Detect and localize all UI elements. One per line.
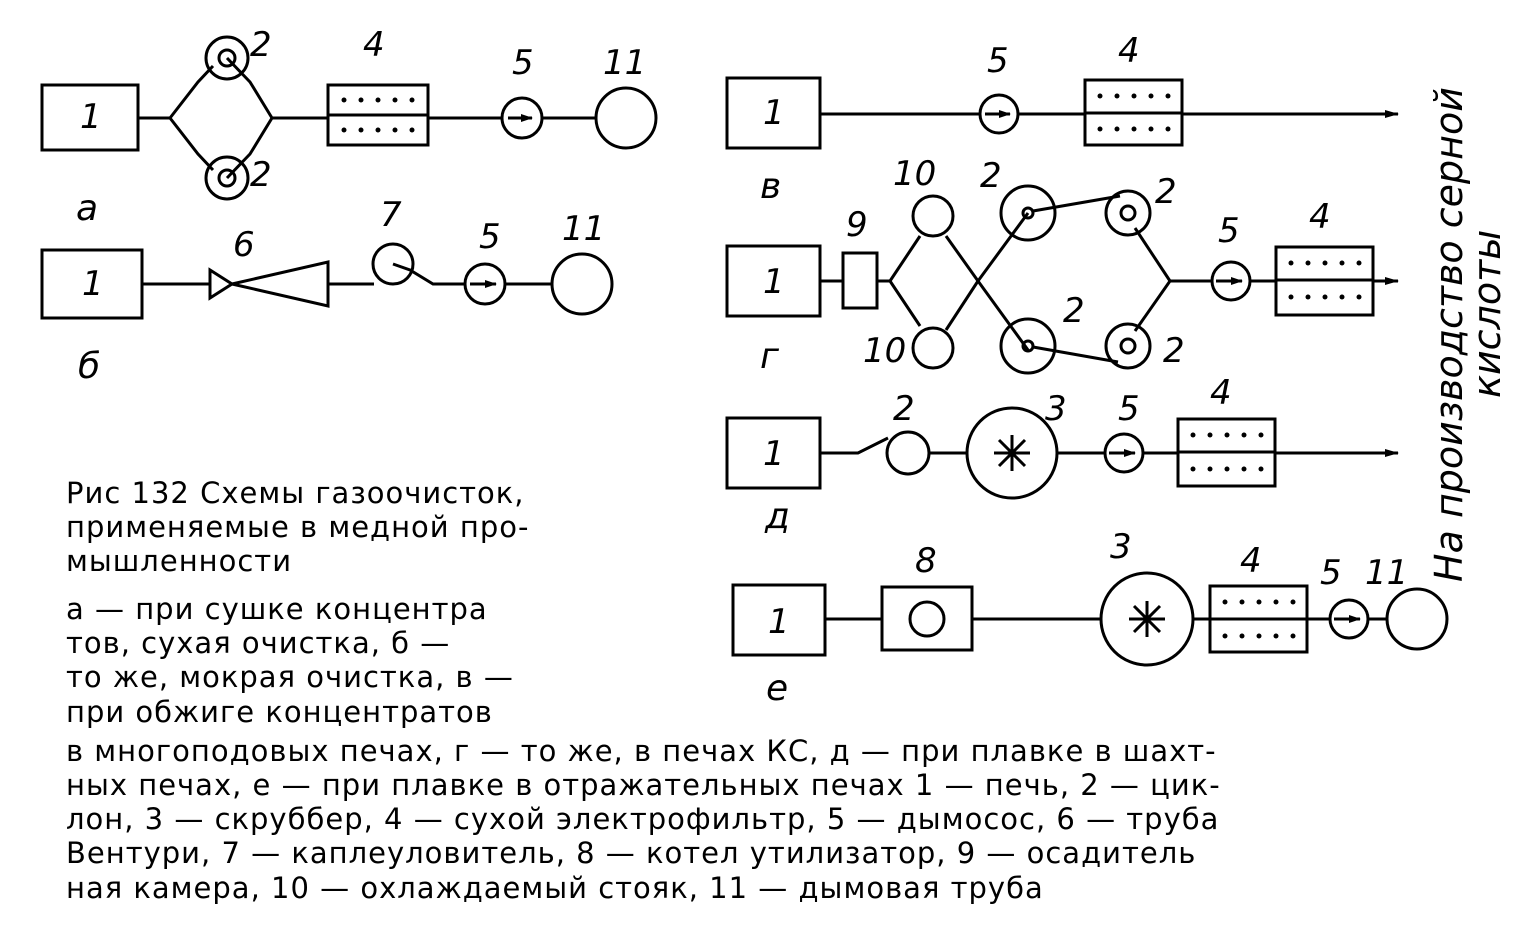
legend-line: то же, мокрая очистка, в — (66, 660, 514, 694)
waste-heat-boiler (880, 585, 974, 652)
scheme-v (725, 76, 1399, 150)
scheme-label-e: е (766, 668, 788, 709)
cooled-riser (911, 194, 955, 238)
scheme-d (725, 406, 1399, 500)
legend-line: а — при сушке концентра (66, 592, 488, 626)
scheme-e (731, 571, 1449, 667)
legend-line: в многоподовых печах, г — то же, в печах… (66, 734, 1217, 768)
label-furnace: 1 (82, 264, 104, 304)
label-riser: 10 (863, 331, 906, 371)
cyclone (999, 317, 1057, 375)
scheme-a (40, 35, 658, 201)
scrubber (1099, 571, 1195, 667)
venturi-tube (208, 260, 330, 308)
label-filter: 4 (1118, 31, 1140, 71)
cyclone (1104, 189, 1152, 237)
label-stack: 11 (603, 43, 646, 83)
scheme-label-a: а (76, 188, 98, 229)
destination-text: кислоты (1465, 230, 1509, 398)
cyclone (885, 430, 931, 476)
label-furnace: 1 (768, 602, 790, 642)
label-chamber: 9 (846, 205, 868, 245)
electrofilter (1176, 417, 1277, 488)
cyclone (999, 184, 1057, 242)
figure-caption: Рис 132 Схемы газоочисток, (66, 476, 525, 510)
label-fan: 5 (987, 41, 1009, 81)
label-cyclone: 2 (1163, 331, 1185, 371)
legend-line: при обжиге концентратов (66, 695, 493, 729)
scheme-label-b: б (78, 346, 100, 387)
label-boiler: 8 (915, 541, 937, 581)
smoke-exhauster (500, 96, 544, 140)
label-furnace: 1 (763, 434, 785, 474)
label-fan: 5 (479, 217, 501, 257)
cyclone (204, 35, 250, 81)
label-filter: 4 (1210, 373, 1232, 413)
scheme-b (40, 242, 614, 320)
label-furnace: 1 (763, 262, 785, 302)
chimney-stack (1385, 587, 1449, 651)
smoke-exhauster (1210, 260, 1252, 302)
legend-line: тов, сухая очистка, б — (66, 626, 451, 660)
label-fan: 5 (1218, 211, 1240, 251)
label-fan: 5 (1320, 553, 1342, 593)
scheme-label-d: д (764, 496, 790, 537)
destination-text: На производство серной (1427, 87, 1471, 582)
scheme-label-v: в (760, 166, 781, 207)
smoke-exhauster (978, 93, 1020, 135)
legend-line: ных печах, е — при плавке в отражательны… (66, 768, 1221, 802)
figure-caption: мышленности (66, 544, 293, 578)
label-filter: 4 (363, 25, 385, 65)
label-scrubber: 3 (1110, 527, 1132, 567)
label-scrubber: 3 (1045, 389, 1067, 429)
drop-separator (371, 242, 415, 286)
scrubber (965, 406, 1059, 500)
legend-line: лон, 3 — скруббер, 4 — сухой электрофиль… (66, 802, 1220, 836)
chimney-stack (550, 252, 614, 316)
electrofilter (326, 83, 430, 147)
scheme-label-g: г (760, 336, 780, 377)
electrofilter (1083, 78, 1184, 147)
label-stack: 11 (1365, 553, 1408, 593)
label-cyclone: 2 (1155, 172, 1177, 212)
label-filter: 4 (1309, 197, 1331, 237)
legend-line: ная камера, 10 — охлаждаемый стояк, 11 —… (66, 871, 1044, 905)
label-cyclone: 2 (893, 389, 915, 429)
label-filter: 4 (1240, 541, 1262, 581)
chimney-stack (594, 86, 658, 150)
cyclone (204, 155, 250, 201)
electrofilter (1208, 584, 1309, 654)
smoke-exhauster (1103, 432, 1145, 474)
cooled-riser (911, 326, 955, 370)
smoke-exhauster (1328, 598, 1370, 640)
label-stack: 11 (562, 209, 605, 249)
electrofilter-dots (341, 93, 1362, 639)
smoke-exhauster (463, 262, 507, 306)
electrofilter (1274, 245, 1375, 317)
label-cyclone: 2 (1063, 291, 1085, 331)
label-cyclone: 2 (250, 25, 272, 65)
label-fan: 5 (512, 43, 534, 83)
scheme-g (725, 184, 1399, 375)
settling-chamber (841, 251, 879, 310)
label-fan: 5 (1118, 389, 1140, 429)
label-venturi: 6 (233, 225, 255, 265)
label-furnace: 1 (80, 97, 102, 137)
legend-line: Вентури, 7 — каплеуловитель, 8 — котел у… (66, 836, 1197, 870)
label-separator: 7 (380, 195, 402, 235)
figure-caption: применяемые в медной про- (66, 510, 530, 544)
label-cyclone: 2 (980, 156, 1002, 196)
cyclone (1104, 322, 1152, 370)
label-furnace: 1 (763, 93, 785, 133)
label-riser: 10 (893, 154, 936, 194)
label-cyclone: 2 (250, 155, 272, 195)
